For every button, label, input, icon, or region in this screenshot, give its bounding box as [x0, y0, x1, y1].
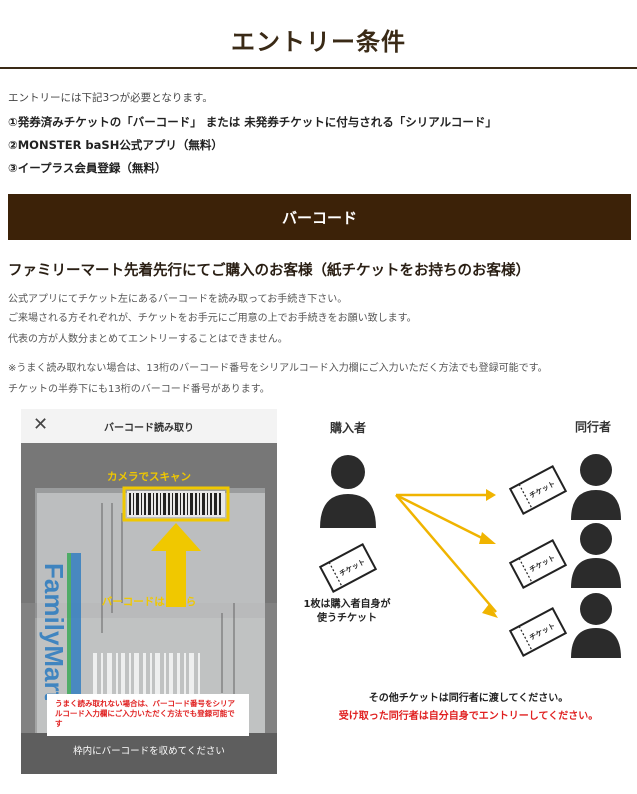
companion-label: 同行者 — [575, 420, 612, 434]
banner-label: バーコード — [281, 208, 357, 227]
page-title: エントリー条件 — [231, 28, 406, 56]
section-subheading: ファミリーマート先着先行にてご購入のお客様（紙チケットをお持ちのお客様） — [8, 263, 530, 279]
requirements-intro: エントリーには下記3つが必要となります。 — [8, 92, 213, 104]
companion-ticket-icon: チケット — [508, 539, 568, 589]
scan-barcode — [129, 493, 221, 515]
companion-ticket-icon: チケット — [508, 465, 568, 515]
title-divider — [0, 67, 637, 69]
instruction-text: 代表の方が人数分まとめてエントリーすることはできません。 — [8, 334, 288, 345]
buyer-label: 購入者 — [330, 421, 367, 435]
instruction-text: 公式アプリにてチケット左にあるバーコードを読み取ってお手続き下さい。 — [8, 294, 348, 305]
instruction-note: ※うまく読み取れない場合は、13桁のバーコード番号をシリアルコード入力欄にご入力… — [8, 363, 548, 374]
logo-text: FamilyMart — [39, 563, 69, 701]
requirement-item: ③イープラス会員登録（無料） — [8, 161, 167, 175]
distribution-arrows — [395, 493, 497, 613]
barcode-scan-screenshot: ✕ バーコード読み取り FamilyMart — [21, 409, 277, 774]
requirement-item: ②MONSTER baSH公式アプリ（無料） — [8, 138, 223, 152]
instruction-text: ご来場される方それぞれが、チケットをお手元にご用意の上でお手続きをお願い致します… — [8, 313, 417, 324]
scan-fallback-note: うまく読み取れない場合は、バーコード番号をシリアルコード入力欄にご入力いただく方… — [47, 694, 249, 736]
barcode-pointer-label: バーコードはこちら — [101, 596, 197, 608]
scan-frame — [122, 486, 230, 522]
companion-entry-warning: 受け取った同行者は自分自身でエントリーしてください。 — [338, 711, 599, 722]
scan-screen-title: バーコード読み取り — [104, 423, 194, 434]
buyer-ticket-caption: 1枚は購入者自身が 使うチケット — [303, 599, 391, 624]
companion-person-icon — [571, 454, 621, 520]
scan-instruction-footer: 枠内にバーコードを収めてください — [73, 746, 225, 757]
ticket-distribution-diagram: チケット チケット チケット チケット — [318, 454, 621, 658]
scan-label: カメラでスキャン — [107, 471, 191, 483]
buyer-ticket-icon: チケット — [318, 543, 378, 593]
scan-screen-header: ✕ バーコード読み取り — [21, 409, 277, 443]
distribution-note: その他チケットは同行者に渡してください。 — [368, 693, 569, 704]
close-icon: ✕ — [33, 414, 49, 435]
up-arrow-icon — [151, 523, 201, 607]
buyer-person-icon — [320, 455, 376, 528]
companion-person-icon — [571, 593, 621, 658]
requirement-item: ①発券済みチケットの「バーコード」 または 未発券チケットに付与される「シリアル… — [8, 115, 497, 129]
companion-ticket-icon: チケット — [508, 607, 568, 657]
companion-person-icon — [571, 523, 621, 588]
barcode-section-banner: バーコード — [8, 194, 631, 240]
instruction-note: チケットの半券下にも13桁のバーコード番号があります。 — [8, 384, 270, 395]
